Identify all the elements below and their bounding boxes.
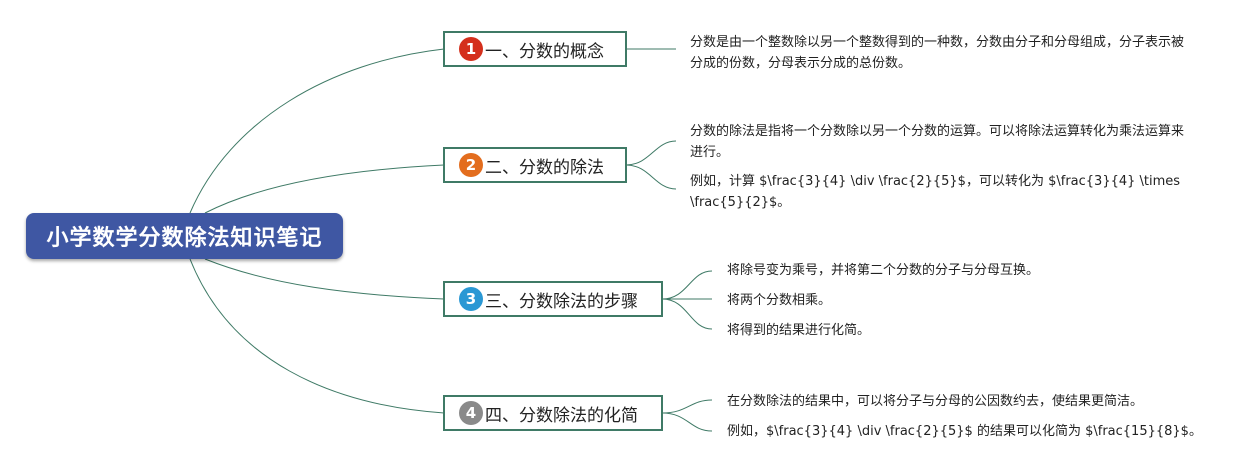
connector-root-branch-2 [204,164,445,214]
branch-topic-4-label: 四、分数除法的化简 [485,405,638,426]
connector-branch-2-detail-2 [625,164,677,190]
branch-topic-3-label: 三、分数除法的步骤 [485,291,638,312]
detail-3-2[interactable]: 将两个分数相乘。 [727,293,832,308]
connector-root-branch-1 [189,48,445,214]
number-badge-4-icon: 4 [459,401,483,425]
connector-branch-3-detail-3 [661,298,713,330]
detail-2-1[interactable]: 分数的除法是指将一个分数除以另一个分数的运算。可以将除法运算转化为乘法运算来进行… [690,124,1185,160]
connector-branch-4-detail-2 [661,412,713,432]
connector-branch-2-detail-1 [625,140,677,166]
connector-branch-4-detail-1 [661,399,713,414]
branch-topic-1[interactable]: 1 一、分数的概念 [443,31,627,67]
branch-topic-2[interactable]: 2 二、分数的除法 [443,147,627,183]
connector-root-branch-4 [189,258,445,414]
detail-1-1[interactable]: 分数是由一个整数除以另一个整数得到的一种数，分数由分子和分母组成，分子表示被分成… [690,35,1185,71]
root-topic-label: 小学数学分数除法知识笔记 [46,226,323,251]
connector-root-branch-3 [204,258,445,300]
branch-topic-3[interactable]: 3 三、分数除法的步骤 [443,281,663,317]
connector-branch-3-detail-1 [661,270,713,300]
branch-topic-4[interactable]: 4 四、分数除法的化简 [443,395,663,431]
detail-2-2[interactable]: 例如，计算 $\frac{3}{4} \div \frac{2}{5}$，可以转… [690,174,1181,210]
detail-3-1[interactable]: 将除号变为乘号，并将第二个分数的分子与分母互换。 [727,263,1040,278]
detail-4-2[interactable]: 例如，$\frac{3}{4} \div \frac{2}{5}$ 的结果可以化… [727,424,1202,439]
number-badge-2-icon: 2 [459,153,483,177]
branch-topic-2-label: 二、分数的除法 [485,157,604,178]
number-badge-1-icon: 1 [459,37,483,61]
detail-3-3[interactable]: 将得到的结果进行化简。 [727,323,871,338]
root-topic[interactable]: 小学数学分数除法知识笔记 [26,213,343,259]
number-badge-3-icon: 3 [459,287,483,311]
branch-topic-1-label: 一、分数的概念 [485,41,604,62]
detail-4-1[interactable]: 在分数除法的结果中，可以将分子与分母的公因数约去，使结果更简洁。 [727,394,1144,409]
